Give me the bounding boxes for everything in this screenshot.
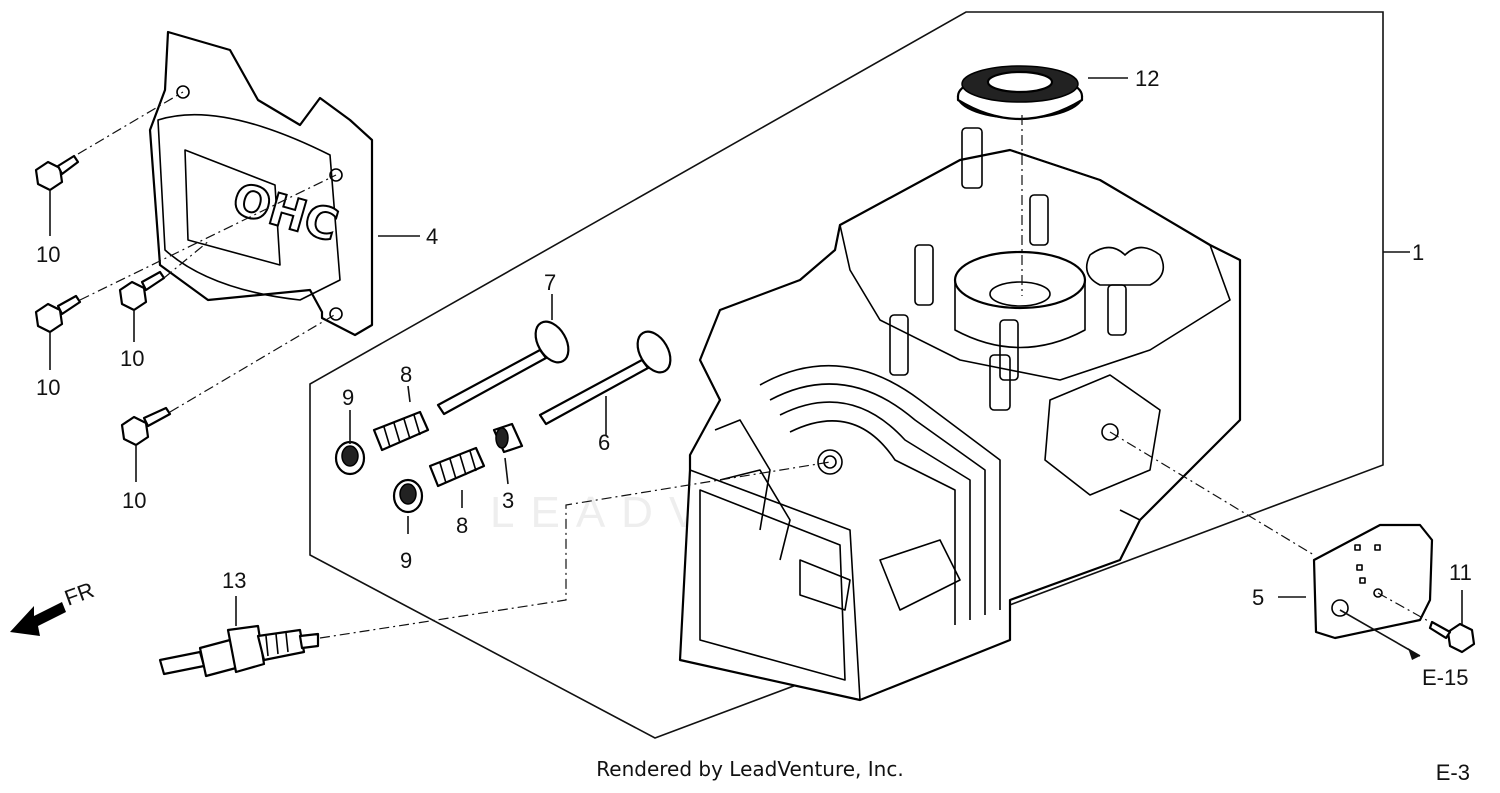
label-10-c: 10 xyxy=(120,346,144,371)
bolt-10-c[interactable] xyxy=(118,270,166,312)
spark-plug[interactable] xyxy=(158,624,320,678)
bolt-10-d[interactable] xyxy=(120,406,172,447)
stem-seal-3[interactable] xyxy=(492,422,524,454)
valve-7[interactable] xyxy=(436,316,575,416)
alignment-lines xyxy=(77,91,1431,639)
label-9-a: 9 xyxy=(342,385,354,410)
label-12: 12 xyxy=(1135,66,1159,91)
cylinder-block[interactable] xyxy=(678,127,1242,702)
footer-credit: Rendered by LeadVenture, Inc. xyxy=(596,757,904,781)
bolt-11[interactable] xyxy=(1428,620,1476,654)
label-10-d: 10 xyxy=(122,488,146,513)
assembly-outline xyxy=(309,11,1384,739)
valve-spring-8-b[interactable] xyxy=(428,446,486,488)
label-6: 6 xyxy=(598,430,610,455)
spring-retainer-9-a[interactable] xyxy=(334,440,366,476)
head-cover[interactable]: OHC xyxy=(148,30,374,337)
label-11: 11 xyxy=(1449,560,1472,585)
label-8-b: 8 xyxy=(456,513,468,538)
spring-retainer-9-b[interactable] xyxy=(392,478,424,514)
oil-seal[interactable] xyxy=(956,65,1084,121)
label-8-a: 8 xyxy=(400,362,412,387)
valve-spring-8-a[interactable] xyxy=(372,410,430,452)
label-5: 5 xyxy=(1252,585,1264,610)
label-7: 7 xyxy=(544,270,556,295)
label-3: 3 xyxy=(502,488,514,513)
label-fr: FR xyxy=(61,577,97,611)
side-plate[interactable] xyxy=(1312,523,1434,640)
leader-lines xyxy=(49,77,1463,660)
bolt-10-b[interactable] xyxy=(34,294,82,334)
bolt-10-a[interactable] xyxy=(34,154,80,192)
label-1: 1 xyxy=(1412,240,1424,265)
label-9-b: 9 xyxy=(400,548,412,573)
label-13: 13 xyxy=(222,568,246,593)
valve-6[interactable] xyxy=(538,326,677,426)
label-ref-e15: E-15 xyxy=(1422,665,1468,690)
label-4: 4 xyxy=(426,224,438,249)
page-reference: E-3 xyxy=(1435,760,1470,785)
front-direction-arrow xyxy=(10,602,66,636)
label-10-b: 10 xyxy=(36,375,60,400)
label-10-a: 10 xyxy=(36,242,60,267)
